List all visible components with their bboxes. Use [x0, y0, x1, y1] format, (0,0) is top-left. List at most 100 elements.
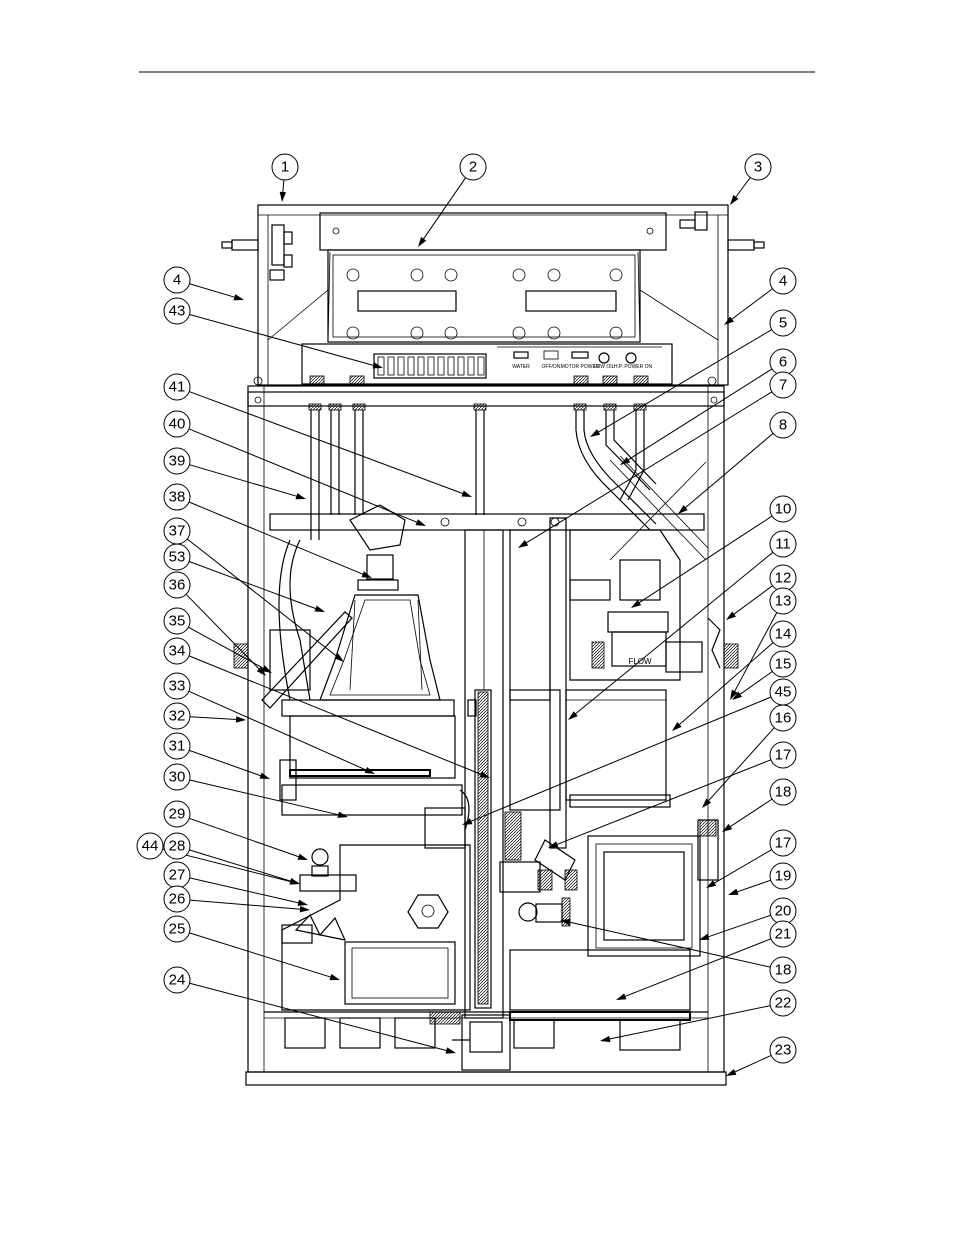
callout-circle — [769, 1036, 797, 1064]
leader-line — [713, 849, 773, 884]
callout-circle — [769, 704, 797, 732]
callout-number: 15 — [775, 656, 792, 673]
callout-30: 30 — [163, 763, 348, 818]
callout-circle — [769, 741, 797, 769]
callout-circle — [163, 672, 191, 700]
callout-circle — [163, 447, 191, 475]
leader-line — [736, 879, 771, 893]
callout-circle — [271, 153, 299, 181]
machine-drawing: WATER OFF/ON MOTOR POWER LOW OIL H.P. PO… — [221, 204, 765, 1086]
callout-circle — [769, 862, 797, 890]
callout-45: 45 — [462, 678, 797, 825]
arrowhead — [548, 841, 559, 848]
callout-number: 24 — [169, 972, 186, 989]
callout-19: 19 — [728, 862, 797, 895]
leader-line — [568, 921, 771, 968]
callout-circle — [769, 495, 797, 523]
callout-circle — [769, 620, 797, 648]
callout-number: 4 — [779, 273, 787, 290]
leader-line — [739, 671, 773, 696]
leader-line — [189, 391, 464, 495]
leader-line — [422, 177, 467, 240]
callout-number: 18 — [775, 962, 792, 979]
leader-line — [189, 749, 262, 777]
callout-number: 3 — [754, 159, 762, 176]
callout-number: 17 — [775, 747, 792, 764]
callout-number: 7 — [779, 377, 787, 394]
callout-number: 13 — [775, 593, 792, 610]
leader-line — [627, 368, 773, 461]
callout-circle — [163, 543, 191, 571]
callout-number: 23 — [775, 1042, 792, 1059]
callout-circle — [163, 607, 191, 635]
callout-18: 18 — [560, 919, 797, 984]
leader-line — [734, 177, 751, 199]
arrowhead — [445, 1047, 456, 1054]
arrowhead — [261, 665, 272, 673]
callout-33: 33 — [163, 672, 375, 774]
callout-2: 2 — [418, 153, 487, 247]
arrowhead — [726, 1068, 737, 1076]
arrowhead — [728, 888, 739, 895]
left-pump — [261, 504, 471, 1049]
callout-circle — [769, 956, 797, 984]
arrowhead — [678, 505, 688, 514]
callout-circle — [163, 832, 191, 860]
callout-circle — [163, 732, 191, 760]
callout-22: 22 — [600, 989, 797, 1043]
leader-line — [189, 932, 332, 978]
callout-number: 39 — [169, 453, 186, 470]
callout-number: 1 — [281, 159, 289, 176]
callout-number: 40 — [169, 416, 186, 433]
arrowhead — [289, 877, 300, 885]
leader-line — [678, 642, 774, 726]
callout-25: 25 — [163, 915, 340, 981]
arrowhead — [415, 519, 426, 526]
callout-circle — [769, 411, 797, 439]
arrowhead — [631, 599, 642, 608]
callout-circle — [769, 778, 797, 806]
callout-number: 45 — [775, 684, 792, 701]
leader-line — [188, 428, 418, 524]
callout-number: 6 — [779, 354, 787, 371]
leader-line — [189, 283, 236, 298]
arrowhead — [462, 818, 473, 825]
belt — [452, 689, 511, 1071]
callout-34: 34 — [163, 637, 490, 778]
leader-line — [188, 501, 364, 576]
callout-16: 16 — [702, 704, 797, 808]
callout-number: 43 — [169, 303, 186, 320]
callout-number: 32 — [169, 708, 186, 725]
arrowhead — [259, 772, 270, 779]
callout-4: 4 — [163, 266, 244, 301]
callout-23: 23 — [726, 1036, 797, 1076]
callout-7: 7 — [518, 371, 797, 548]
callout-circle — [769, 267, 797, 295]
callout-circle — [769, 530, 797, 558]
callout-circle — [163, 410, 191, 438]
callout-40: 40 — [163, 410, 426, 526]
arrowhead — [620, 456, 631, 465]
callout-28: 28 — [163, 832, 300, 885]
arrowhead — [418, 236, 427, 247]
callout-11: 11 — [568, 530, 797, 720]
callout-26: 26 — [163, 885, 310, 913]
right-pump: FLOW — [499, 529, 721, 1051]
callout-circle — [163, 702, 191, 730]
leader-line — [608, 1005, 771, 1040]
arrowhead — [730, 689, 738, 700]
callout-39: 39 — [163, 447, 306, 500]
callout-24: 24 — [163, 966, 456, 1054]
leader-line — [684, 433, 774, 509]
leader-line — [189, 464, 298, 497]
callout-18: 18 — [722, 778, 797, 832]
callout-4: 4 — [724, 267, 797, 325]
arrowhead — [372, 362, 383, 369]
callout-circle — [769, 371, 797, 399]
callout-circle — [136, 832, 164, 860]
arrowhead — [702, 798, 712, 808]
callout-number: 33 — [169, 678, 186, 695]
arrowhead — [672, 722, 682, 731]
callout-number: 29 — [169, 806, 186, 823]
arrowhead — [314, 605, 325, 612]
